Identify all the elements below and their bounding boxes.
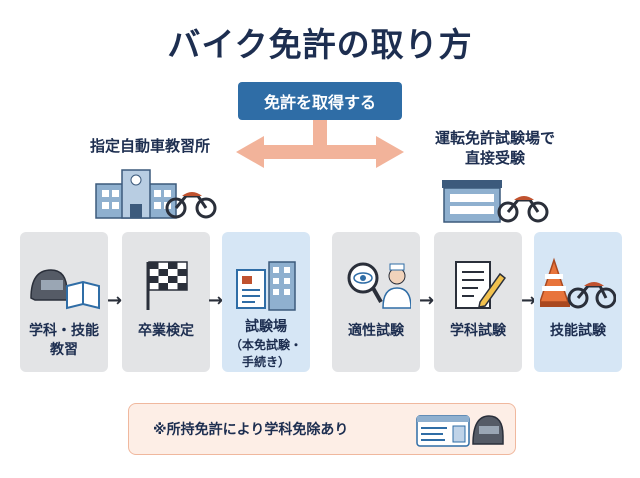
license-helmet-icon [416,415,504,447]
left-route-label: 指定自動車教習所 [89,137,210,155]
right-route-label-line2: 直接受験 [464,149,525,167]
step-graduation-test-label: 卒業検定 [138,323,194,339]
test-center-icon [442,180,549,223]
document-building-icon [236,261,296,311]
right-arrowhead [376,136,404,168]
step-skill-test-label: 技能試験 [550,323,606,339]
helmet-book-icon [30,269,100,310]
cone-motorcycle-icon [540,257,616,309]
step-lesson-line2: 教習 [50,342,78,358]
step-test-center: 試験場 （本免試験・ 手続き） [222,232,310,372]
center-box: 免許を取得する [238,82,402,120]
step-lesson-line1: 学科・技能 [29,323,99,339]
paper-pencil-icon [455,261,506,309]
note-text: ※所持免許により学科免除あり [153,422,349,438]
step-aptitude-test-label: 適性試験 [348,323,404,339]
chevron-right-icon: → [107,290,123,311]
step-test-center-sub2: 手続き） [241,355,290,369]
exemption-note: ※所持免許により学科免除あり [128,403,516,455]
arrow-stem [313,120,327,152]
step-aptitude-test: 適性試験 [332,232,420,372]
checkered-flag-icon [146,261,188,310]
eye-doctor-icon [347,262,411,309]
step-test-center-label: 試験場 [245,319,287,335]
driving-school-icon [95,169,217,219]
step-lesson: 学科・技能 教習 [20,232,108,372]
step-graduation-test: 卒業検定 [122,232,210,372]
arrow-bar [262,145,378,159]
step-written-test: 学科試験 [434,232,522,372]
step-test-center-sub1: （本免試験・ [229,338,302,352]
step-written-test-label: 学科試験 [450,323,506,339]
left-arrowhead [236,136,264,168]
chevron-right-icon: → [208,290,224,311]
step-skill-test: 技能試験 [534,232,622,372]
center-label: 免許を取得する [263,93,376,112]
right-route-label: 運転免許試験場で 直接受験 [410,128,580,168]
right-route-label-line1: 運転免許試験場で [434,129,555,147]
chevron-right-icon: → [521,290,537,311]
page-title: バイク免許の取り方 [167,25,473,64]
chevron-right-icon: → [419,290,435,311]
